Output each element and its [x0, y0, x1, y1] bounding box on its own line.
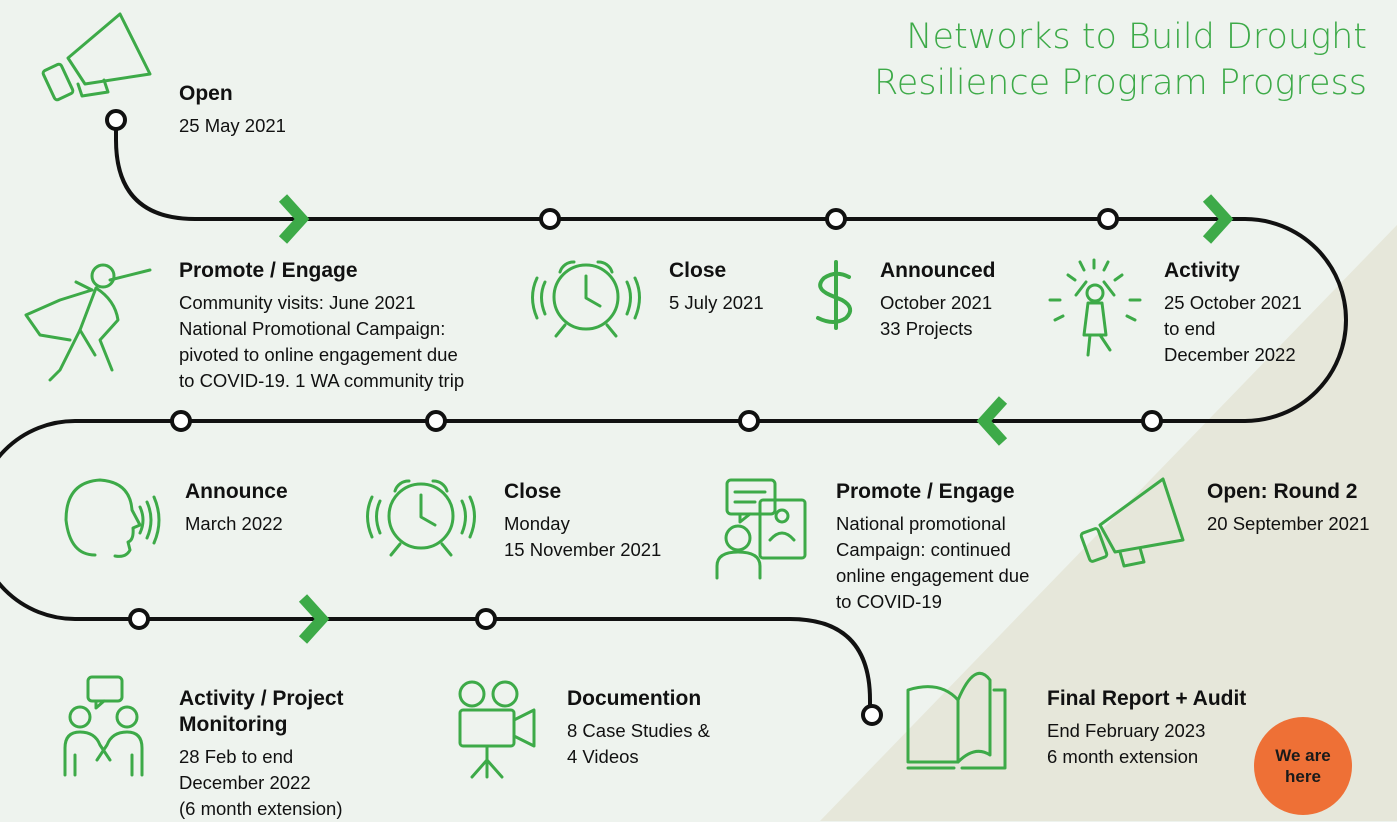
step-close2: Close Monday 15 November 2021 [504, 479, 661, 563]
celebrating-person-icon [1048, 258, 1142, 357]
step-promote2: Promote / Engage National promotional Ca… [836, 479, 1029, 615]
step-line: 20 September 2021 [1207, 513, 1370, 534]
speaking-head-icon [64, 478, 161, 558]
badge-label: We are here [1275, 746, 1331, 786]
node-promote2 [738, 410, 760, 432]
step-line: 8 Case Studies & [567, 720, 710, 741]
megaphone-icon [41, 12, 152, 102]
step-line: 15 November 2021 [504, 539, 662, 560]
step-line: 25 May 2021 [179, 115, 286, 136]
timeline-path [0, 118, 1348, 717]
alarm-clock-icon [531, 260, 641, 338]
step-title: Open [179, 82, 233, 105]
step-line: October 2021 [880, 292, 993, 313]
step-line: 28 Feb to end [179, 746, 294, 767]
step-title: Open: Round 2 [1207, 480, 1358, 503]
step-line: 25 October 2021 [1164, 292, 1302, 313]
step-announced: Announced October 2021 33 Projects [880, 258, 996, 342]
step-documention: Documention 8 Case Studies & 4 Videos [567, 686, 710, 770]
step-line: End February 2023 [1047, 720, 1206, 741]
node-activity [1097, 208, 1119, 230]
step-title-line: Monitoring [179, 713, 288, 736]
step-line: December 2022 [1164, 344, 1296, 365]
step-title: Announce [185, 480, 288, 503]
chevron-right-icon [1202, 194, 1234, 244]
step-title-line: Activity / Project [179, 687, 344, 710]
people-chat-icon [63, 675, 144, 777]
step-line: 6 month extension [1047, 746, 1199, 767]
step-title: Announced [880, 259, 996, 282]
page-title: Networks to Build Drought Resilience Pro… [873, 17, 1367, 103]
chevron-right-icon [298, 594, 330, 644]
dollar-icon [816, 260, 853, 330]
step-title: Documention [567, 687, 702, 710]
step-close1: Close 5 July 2021 [669, 258, 764, 316]
step-promote1: Promote / Engage Community visits: June … [179, 258, 464, 394]
step-title: Promote / Engage [179, 259, 358, 282]
step-title: Close [504, 480, 562, 503]
step-line: December 2022 [179, 772, 311, 793]
film-camera-icon [458, 680, 536, 779]
alarm-clock-icon [366, 479, 476, 557]
step-title: Activity [1164, 259, 1240, 282]
we-are-here-badge: We are here [1254, 717, 1352, 815]
node-close1 [539, 208, 561, 230]
step-line: to COVID-19 [836, 591, 942, 612]
chevron-left-icon [976, 396, 1008, 446]
step-title: Final Report + Audit [1047, 687, 1247, 710]
step-line: pivoted to online engagement due [179, 344, 458, 365]
step-line: National Promotional Campaign: [179, 318, 446, 339]
node-final [861, 704, 883, 726]
step-line: Campaign: continued [836, 539, 1011, 560]
node-announced [825, 208, 847, 230]
node-documention [475, 608, 497, 630]
step-announce: Announce March 2022 [185, 479, 288, 537]
step-line: 5 July 2021 [669, 292, 764, 313]
node-open2 [1141, 410, 1163, 432]
step-title: Close [669, 259, 727, 282]
background-band [820, 225, 1397, 821]
running-hero-icon [24, 263, 152, 382]
direction-chevrons [278, 194, 1234, 644]
timeline-nodes [105, 109, 1163, 726]
step-open: Open 25 May 2021 [179, 81, 286, 139]
step-final: Final Report + Audit End February 2023 6… [1047, 686, 1246, 770]
step-line: Monday [504, 513, 570, 534]
step-open2: Open: Round 2 20 September 2021 [1207, 479, 1370, 537]
node-open [105, 109, 127, 131]
node-announce [170, 410, 192, 432]
step-line: National promotional [836, 513, 1006, 534]
step-line: March 2022 [185, 513, 283, 534]
step-line: to end [1164, 318, 1216, 339]
megaphone-icon [1079, 477, 1185, 568]
open-book-icon [906, 671, 1007, 770]
step-line: 4 Videos [567, 746, 639, 767]
node-close2 [425, 410, 447, 432]
step-line: (6 month extension) [179, 798, 343, 819]
node-monitoring [128, 608, 150, 630]
step-line: Community visits: June 2021 [179, 292, 416, 313]
step-title: Promote / Engage [836, 480, 1015, 503]
step-line: online engagement due [836, 565, 1030, 586]
video-meeting-icon [715, 478, 807, 580]
step-line: to COVID-19. 1 WA community trip [179, 370, 465, 391]
step-activity: Activity 25 October 2021 to end December… [1164, 258, 1302, 368]
step-line: 33 Projects [880, 318, 973, 339]
chevron-right-icon [278, 194, 310, 244]
